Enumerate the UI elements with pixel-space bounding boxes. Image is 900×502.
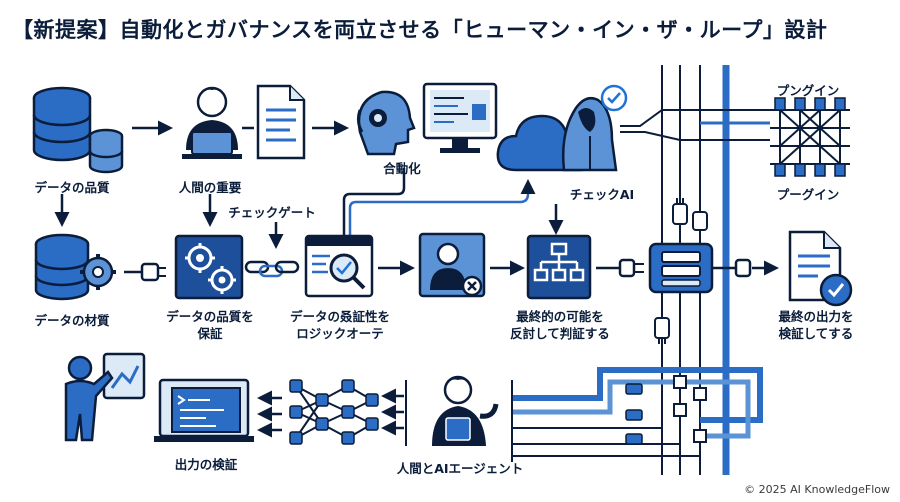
code-window-icon: [154, 378, 254, 442]
plug-icon: [712, 258, 752, 278]
chain-link-icon: [244, 260, 300, 278]
label-plugin-top: プングイン: [776, 83, 840, 98]
flow-arrows: [381, 380, 513, 462]
hooded-agent-icon: [561, 97, 618, 172]
check-badge-icon: [600, 84, 628, 112]
label-human-ai-agent: 人間とAIエージェント: [396, 461, 524, 476]
label-data-quality: データの品質: [34, 180, 110, 195]
label-automation: 合動化: [383, 161, 421, 176]
label-final-line1: 最終的の可能を: [516, 309, 604, 324]
flow-arrows: [257, 390, 282, 438]
magnifier-window-icon: [304, 234, 374, 298]
switch-hub-icon: [648, 242, 714, 294]
label-output-verify: 出力の検証: [174, 457, 238, 472]
plug-icon: [625, 383, 643, 445]
page-title: 【新提案】自動化とガバナンスを両立させる「ヒューマン・イン・ザ・ループ」設計: [12, 18, 828, 42]
document-check-icon: [788, 230, 853, 307]
gears-icon: [174, 234, 244, 300]
monitor-icon: [422, 82, 498, 153]
plugin-mesh-icon: [770, 97, 850, 177]
label-guarantee: データの品質を 保証: [166, 308, 254, 342]
plug-icon: [124, 262, 166, 282]
label-plugin-bottom: プーグイン: [776, 187, 840, 202]
plug-icon: [596, 258, 644, 278]
neural-network-icon: [289, 379, 379, 445]
label-human-importance: 人間の重要: [178, 180, 242, 195]
person-tablet-icon: [432, 375, 499, 446]
person-reject-icon: [418, 232, 486, 298]
database-gear-icon: [34, 233, 116, 301]
label-guarantee-line2: 保証: [197, 326, 223, 341]
ai-head-icon: [356, 90, 416, 156]
label-final: 最終的の可能を 反討して判証する: [510, 308, 610, 342]
label-logic: データの叒証性を ロジックオーテ: [290, 308, 390, 342]
person-laptop-icon: [182, 86, 242, 159]
label-check-gate: チェックゲート: [228, 205, 316, 220]
label-verify-line2: 検証してする: [778, 326, 854, 341]
label-data-material: データの材質: [34, 313, 110, 328]
label-guarantee-line1: データの品質を: [166, 309, 254, 324]
flowchart-icon: [526, 234, 592, 300]
label-final-line2: 反討して判証する: [510, 326, 610, 341]
label-logic-line2: ロジックオーテ: [296, 326, 384, 341]
label-logic-line1: データの叒証性を: [289, 309, 391, 324]
label-verify: 最終の出力を 検証してする: [778, 308, 853, 342]
presenter-icon: [64, 352, 146, 442]
plug-icon: [654, 198, 708, 344]
database-icon: [32, 86, 124, 174]
copyright-footer: © 2025 AI KnowledgeFlow: [744, 483, 890, 496]
label-check-ai: チェックAI: [569, 187, 635, 202]
document-icon: [256, 84, 306, 160]
label-verify-line1: 最終の出力を: [778, 309, 854, 324]
